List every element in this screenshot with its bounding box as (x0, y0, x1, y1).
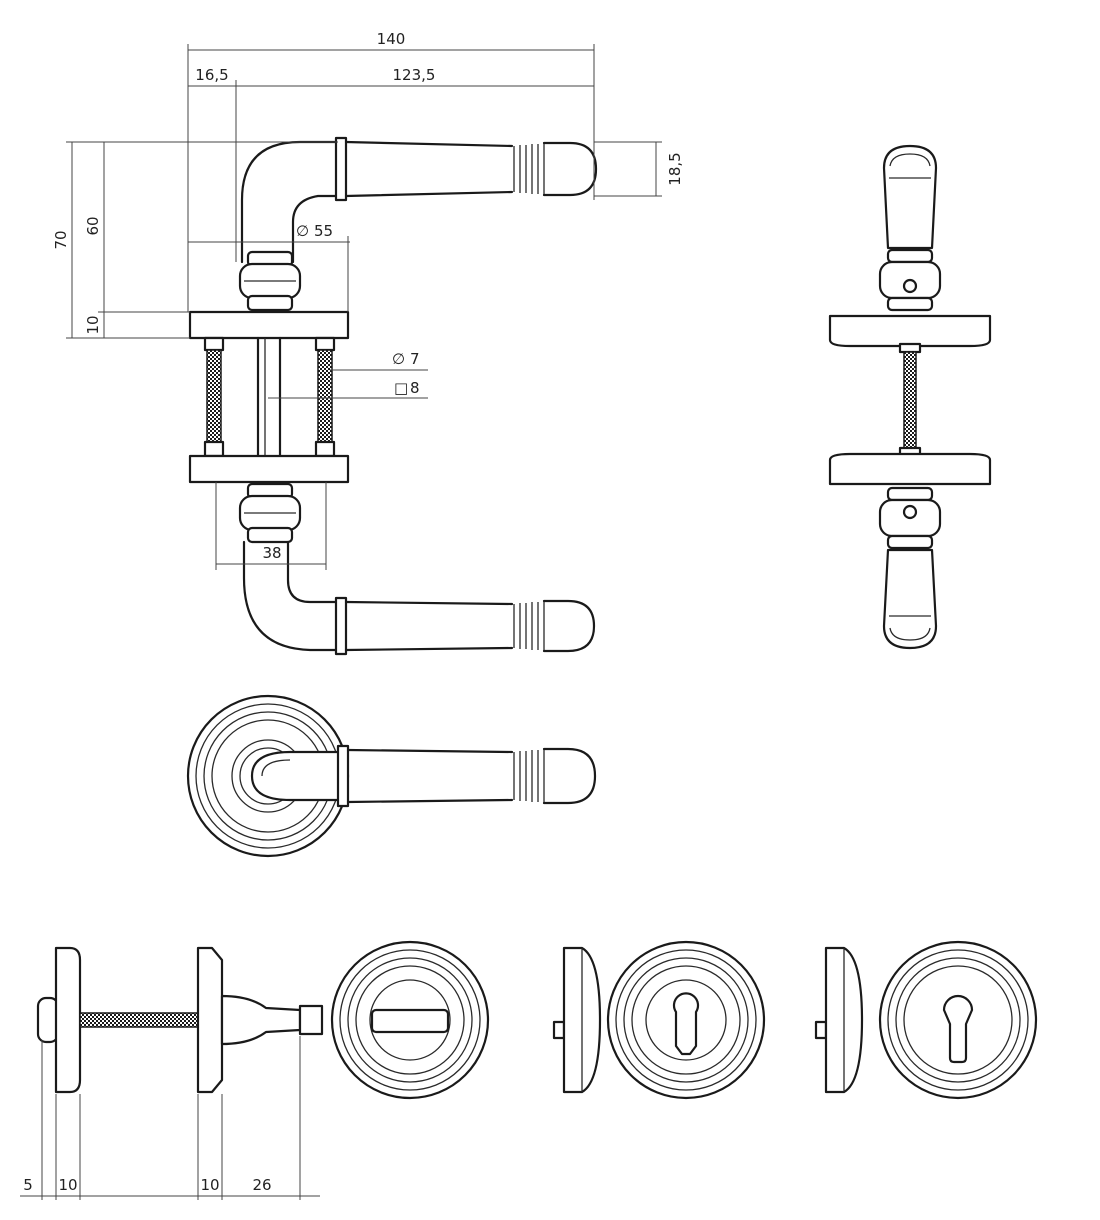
side-view-dimensions (66, 44, 662, 570)
upper-collar (238, 250, 302, 312)
dim-grip-height: 18,5 (666, 152, 684, 185)
dim-turn-rose-thickness-right: 10 (200, 1176, 219, 1194)
turn-side-dimensions (20, 1036, 320, 1200)
dim-turn-rose-offset: 5 (23, 1176, 33, 1194)
dim-rose-diameter: 55 (314, 222, 333, 240)
front-view (828, 144, 992, 650)
key-escutcheon-side (552, 946, 602, 1094)
dim-diameter-symbol-7: ∅ (392, 350, 405, 368)
dim-lever-height: 60 (84, 216, 102, 235)
dim-diameter-symbol-55: ∅ (296, 222, 309, 240)
dim-turn-rose-thickness-left: 10 (58, 1176, 77, 1194)
upper-rose (188, 310, 350, 340)
dim-square-symbol: □ (394, 379, 408, 397)
bolt-assembly (203, 336, 336, 458)
euro-escutcheon-front (878, 940, 1038, 1100)
side-view (188, 136, 598, 656)
dim-spindle-square: 8 (410, 379, 420, 397)
dim-bolt-diameter: 7 (410, 350, 420, 368)
top-view (186, 694, 597, 858)
dim-total-height: 70 (52, 230, 70, 249)
lower-rose (188, 454, 350, 484)
dim-rose-offset: 16,5 (195, 66, 228, 84)
turn-side-view (36, 946, 324, 1094)
dim-neck-width: 38 (262, 544, 281, 562)
dim-rose-height: 10 (84, 315, 102, 334)
euro-escutcheon-side (814, 946, 864, 1094)
dim-turn-length: 26 (252, 1176, 271, 1194)
turn-front-view (330, 940, 490, 1100)
lower-collar (238, 482, 302, 544)
upper-lever (240, 136, 598, 264)
key-escutcheon-front (606, 940, 766, 1100)
lower-lever (242, 540, 596, 656)
dim-overall-length: 140 (377, 30, 406, 48)
dim-lever-length: 123,5 (393, 66, 436, 84)
